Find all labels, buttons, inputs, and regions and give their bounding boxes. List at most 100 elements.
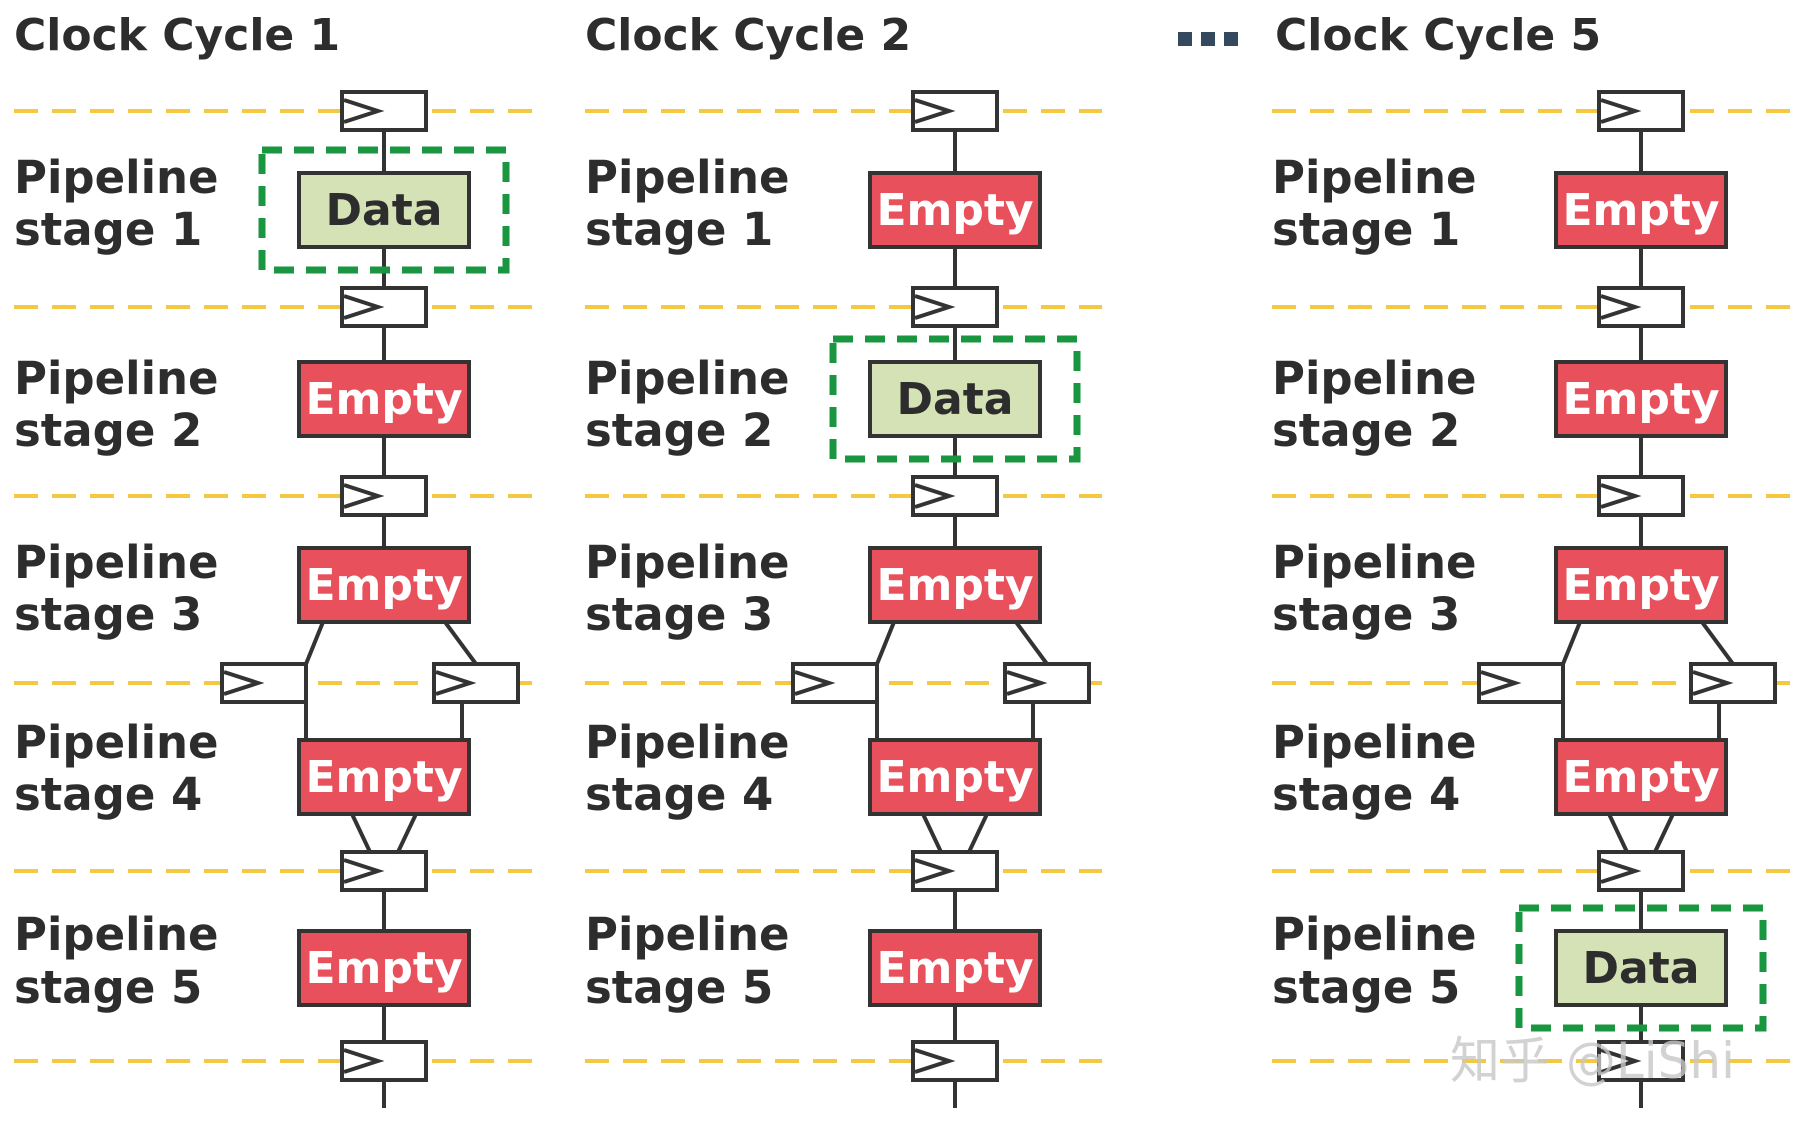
register-clock-triangle-icon [340,475,428,517]
stage-state-text: Empty [1562,752,1719,803]
register-clock-triangle-icon [791,662,879,704]
empty-box: Empty [297,546,471,624]
empty-box: Empty [1554,546,1728,624]
empty-box: Empty [1554,171,1728,249]
empty-box: Empty [868,929,1042,1007]
empty-box: Empty [868,546,1042,624]
stage-boxes: DataEmptyEmptyEmptyEmptyEmptyDataEmptyEm… [258,146,1767,1032]
stage-label-line1: Pipeline [585,151,790,204]
register-clock-triangle-icon [220,662,308,704]
register-clock-triangle-icon [1689,662,1777,704]
data-box: Data [258,146,510,274]
stage-label-line1: Pipeline [1272,151,1477,204]
empty-box: Empty [1554,360,1728,438]
register-clock-triangle-icon [340,850,428,892]
empty-box: Empty [868,738,1042,816]
wire [967,813,989,853]
boundary-lines [14,109,1790,1063]
register-clock-triangle-icon [1597,850,1685,892]
stage-label-line1: Pipeline [1272,716,1477,769]
active-stage-highlight [258,146,510,274]
stage-label-line1: Pipeline [585,716,790,769]
stage-state-text: Empty [305,374,462,425]
stage-state-text: Empty [876,943,1033,994]
register-clock-triangle-icon [911,850,999,892]
stage-label-line2: stage 1 [14,203,202,256]
register-clock-triangle-icon [1597,1040,1685,1082]
stage-label-line1: Pipeline [14,151,219,204]
stage-label-line1: Pipeline [1272,908,1477,961]
stage-label-line1: Pipeline [585,908,790,961]
stage-state-text: Empty [305,752,462,803]
register-clock-triangle-icon [1597,475,1685,517]
wire [396,813,418,853]
wire [443,620,478,666]
stage-state-text: Empty [305,943,462,994]
stage-state-text: Data [326,185,443,236]
wire [304,621,325,665]
stage-state-text: Data [897,374,1014,425]
register-clock-triangle-icon [1477,662,1565,704]
register-clock-triangle-icon [1003,662,1091,704]
stage-label-line1: Pipeline [585,536,790,589]
stage-label-line2: stage 5 [14,961,202,1014]
stage-label-line2: stage 2 [14,404,202,457]
wire [1561,621,1582,665]
stage-state-text: Data [1583,943,1700,994]
stage-label-line2: stage 3 [585,588,773,641]
active-stage-highlight [829,335,1081,463]
register-clock-triangle-icon [340,90,428,132]
stage-label-line2: stage 1 [585,203,773,256]
wire [875,621,896,665]
register-clock-triangle-icon [1597,286,1685,328]
stage-state-text: Empty [1562,374,1719,425]
stage-state-text: Empty [1562,560,1719,611]
empty-box: Empty [297,738,471,816]
empty-box: Empty [1554,738,1728,816]
stage-label-line2: stage 3 [1272,588,1460,641]
empty-box: Empty [868,171,1042,249]
stage-state-text: Empty [305,560,462,611]
stage-label-line1: Pipeline [1272,352,1477,405]
stage-label-line2: stage 4 [1272,768,1460,821]
active-stage-highlight [1515,904,1767,1032]
stage-label-line2: stage 1 [1272,203,1460,256]
register-clock-triangle-icon [1597,90,1685,132]
wire [1653,813,1675,853]
stage-label-line2: stage 2 [585,404,773,457]
stage-label-line1: Pipeline [14,352,219,405]
stage-label-line1: Pipeline [14,716,219,769]
register-clock-triangle-icon [911,286,999,328]
register-clock-triangle-icon [911,90,999,132]
wire [1014,620,1049,666]
wire [921,813,943,853]
stage-state-text: Empty [876,752,1033,803]
registers [220,90,1777,1082]
stage-label-line1: Pipeline [585,352,790,405]
stage-label-line2: stage 4 [14,768,202,821]
wire [350,813,372,853]
register-clock-triangle-icon [340,1040,428,1082]
cycle-title: Clock Cycle 1 [14,10,340,61]
empty-box: Empty [297,929,471,1007]
register-clock-triangle-icon [911,1040,999,1082]
empty-box: Empty [297,360,471,438]
ellipsis-dots-icon [1178,32,1238,46]
register-clock-triangle-icon [911,475,999,517]
stage-state-text: Empty [876,560,1033,611]
stage-label-line1: Pipeline [14,908,219,961]
wires [304,92,1735,1108]
stage-label-line2: stage 5 [585,961,773,1014]
data-box: Data [1515,904,1767,1032]
register-clock-triangle-icon [432,662,520,704]
register-clock-triangle-icon [340,286,428,328]
watermark: 知乎 @LiShi [1450,1032,1735,1090]
stage-state-text: Empty [876,185,1033,236]
cycle-title: Clock Cycle 5 [1275,10,1601,61]
stage-label-line1: Pipeline [1272,536,1477,589]
wire [1607,813,1629,853]
stage-state-text: Empty [1562,185,1719,236]
stage-label-line2: stage 2 [1272,404,1460,457]
stage-label-line2: stage 5 [1272,961,1460,1014]
